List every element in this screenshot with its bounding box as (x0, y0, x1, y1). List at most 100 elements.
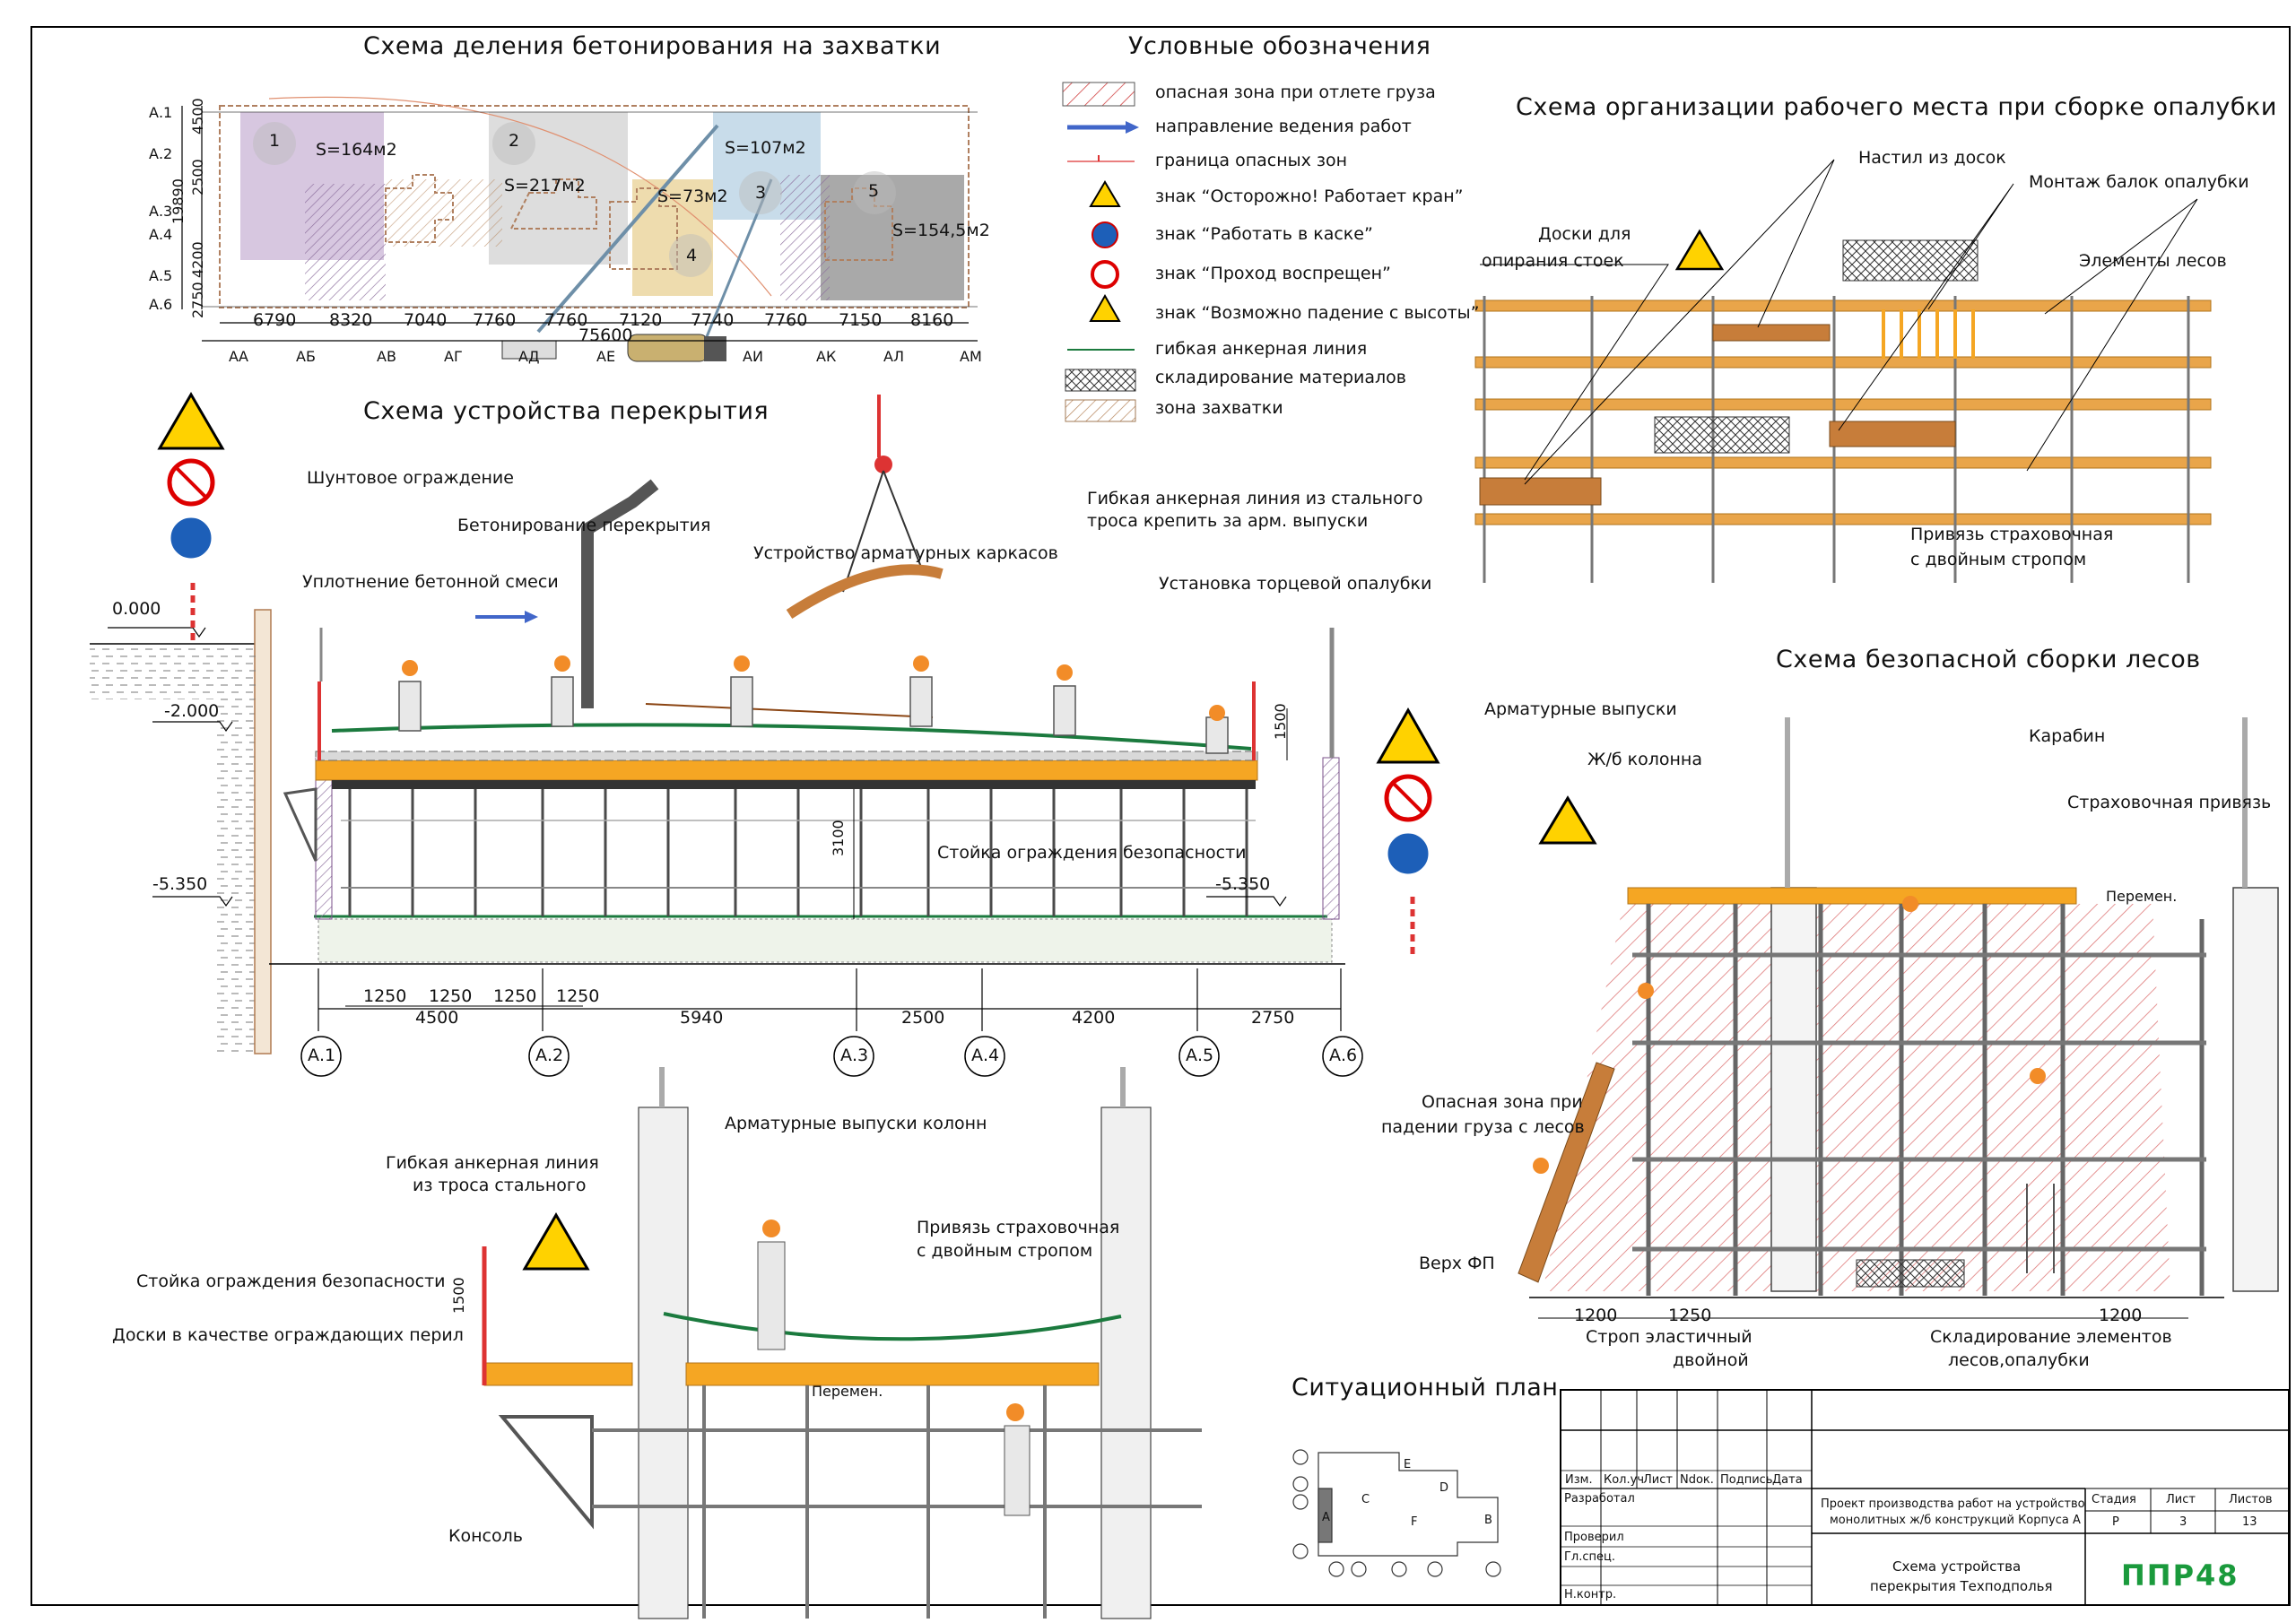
cs-label: Консоль (448, 1526, 523, 1546)
bottom-dim: 2500 (901, 1008, 945, 1028)
wp-label: опирания стоек (1482, 251, 1624, 271)
scaffold-section (1518, 717, 2279, 1319)
cs-dim: 1500 (450, 1277, 467, 1314)
col-axis: АК (816, 348, 837, 365)
level-mark: -5.350 (152, 874, 208, 894)
legend-item: граница опасных зон (1155, 151, 1348, 170)
tb-header: Кол.уч (1604, 1473, 1644, 1487)
bottom-dim: 2750 (1251, 1008, 1295, 1028)
axis-bubble: А.3 (840, 1046, 869, 1065)
level-mark: -2.000 (164, 701, 220, 721)
sit-block: E (1404, 1458, 1412, 1471)
cs-label: Стойка ограждения безопасности (136, 1271, 446, 1291)
label-anchor-line: Гибкая анкерная линия из стального (1087, 489, 1423, 508)
sc-label: Строп эластичный (1586, 1327, 1752, 1347)
zone-number: 4 (686, 246, 698, 265)
scaffold-title: Схема безопасной сборки лесов (1776, 646, 2201, 673)
tb-sheet-title-2: перекрытия Техподполья (1870, 1578, 2053, 1594)
tb-role: Разработал (1564, 1492, 1635, 1506)
row-axis: А.6 (149, 296, 173, 313)
label-safety-post: Стойка ограждения безопасности (937, 843, 1247, 863)
console-section (482, 1067, 1202, 1619)
bottom-dim: 1250 (493, 986, 537, 1006)
col-dim: 6790 (253, 310, 297, 330)
col-axis: АД (518, 348, 540, 365)
row-dim: 19890 (170, 178, 187, 224)
sc-label: Страховочная привязь (2067, 793, 2272, 812)
axis-bubble: А.6 (1329, 1046, 1358, 1065)
label-compaction: Уплотнение бетонной смеси (302, 572, 559, 592)
cs-label: Привязь страховочная (917, 1218, 1120, 1237)
tb-project-2: монолитных ж/б конструкций Корпуса А (1830, 1514, 2081, 1527)
legend-item: складирование материалов (1155, 368, 1406, 387)
bottom-dim: 1250 (363, 986, 407, 1006)
col-axis: АИ (743, 348, 763, 365)
bottom-dim: 1250 (429, 986, 473, 1006)
col-axis: АМ (960, 348, 982, 365)
bottom-dim: 4500 (415, 1008, 459, 1028)
col-dim: 7760 (473, 310, 517, 330)
cs-label: Арматурные выпуски колонн (725, 1114, 987, 1133)
height-dim: 1500 (1272, 703, 1289, 740)
cs-label: Перемен. (812, 1383, 883, 1400)
cs-label: из троса стального (413, 1176, 587, 1195)
sit-block: C (1361, 1493, 1370, 1506)
wp-label: Привязь страховочная (1910, 525, 2114, 544)
safety-signs-left (157, 392, 1440, 877)
sc-dim: 1200 (1574, 1306, 1618, 1325)
tb-sheet: 3 (2179, 1515, 2187, 1529)
col-dim: 7150 (839, 310, 883, 330)
wp-label: Монтаж балок опалубки (2029, 172, 2249, 192)
legend-item: знак “Работать в каске” (1155, 224, 1373, 244)
sit-block: D (1439, 1481, 1449, 1495)
col-axis: АА (229, 348, 248, 365)
sit-block: F (1411, 1515, 1418, 1529)
sc-label: Арматурные выпуски (1484, 699, 1677, 719)
zone-area: S=73м2 (657, 187, 728, 206)
row-dim: 4500 (189, 98, 206, 135)
legend-item: знак “Возможно падение с высоты” (1155, 303, 1480, 323)
row-axis: А.2 (149, 145, 173, 162)
row-axis: А.5 (149, 267, 173, 284)
row-axis: А.1 (149, 104, 173, 121)
zone-area: S=217м2 (504, 176, 586, 195)
situation-plan (1292, 1449, 1501, 1577)
legend-item: знак “Проход воспрещен” (1155, 264, 1391, 283)
wp-label: Элементы лесов (2079, 251, 2227, 271)
zones-plan (181, 96, 978, 362)
row-dim: 2750 (189, 282, 206, 318)
tb-stage: Р (2112, 1515, 2119, 1529)
col-axis: АГ (444, 348, 463, 365)
tb-role: Проверил (1564, 1531, 1624, 1544)
sc-label: падении груза с лесов (1381, 1117, 1585, 1137)
sc-label: лесов,опалубки (1948, 1350, 2090, 1370)
sc-label: Складирование элементов (1930, 1327, 2172, 1347)
slab-section (90, 395, 1415, 1077)
bottom-dim: 4200 (1072, 1008, 1116, 1028)
tb-header: Ndок. (1680, 1473, 1714, 1487)
cs-label: Доски в качестве ограждающих перил (112, 1325, 464, 1345)
workplace-title: Схема организации рабочего места при сбо… (1516, 93, 2277, 121)
legend-item: направление ведения работ (1155, 117, 1412, 136)
tb-role: Н.контр. (1564, 1588, 1617, 1601)
axis-bubble: А.4 (971, 1046, 1000, 1065)
sc-label: Перемен. (2106, 888, 2178, 905)
cs-label: с двойным стропом (917, 1241, 1093, 1261)
legend-item: гибкая анкерная линия (1155, 339, 1368, 359)
tb-project-1: Проект производства работ на устройство (1821, 1497, 2085, 1511)
label-anchor-line-2: троса крепить за арм. выпуски (1087, 511, 1369, 531)
tb-header: Лист (1643, 1473, 1673, 1487)
col-axis: АЛ (883, 348, 904, 365)
sc-dim: 1200 (2099, 1306, 2143, 1325)
tb-role: Гл.спец. (1564, 1550, 1615, 1564)
sc-dim: 1250 (1668, 1306, 1712, 1325)
label-rebar-cages: Устройство арматурных каркасов (753, 543, 1058, 563)
col-dim: 7740 (691, 310, 735, 330)
legend-symbols (1062, 82, 1139, 422)
zone-number: 2 (509, 131, 520, 151)
zone-2 (489, 112, 628, 265)
situation-title: Ситуационный план (1292, 1374, 1559, 1402)
label-shunt-fence: Шунтовое ограждение (307, 468, 514, 488)
legend-item: зона захватки (1155, 398, 1283, 418)
row-axis: А.4 (149, 226, 173, 243)
